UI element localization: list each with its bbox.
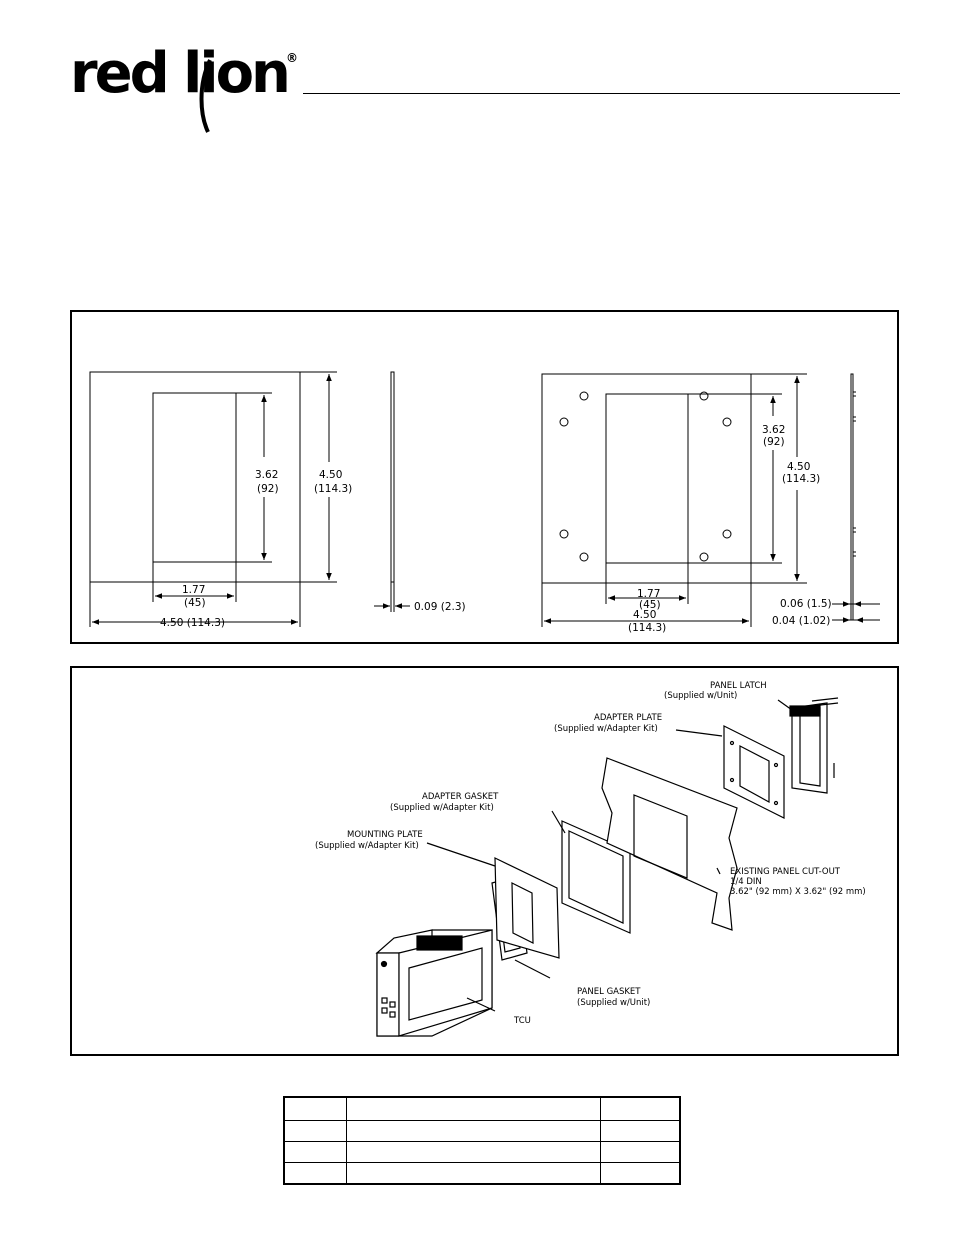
label-adapter-plate: ADAPTER PLATE xyxy=(594,713,662,723)
table-cell xyxy=(599,1096,681,1121)
logo-swoosh xyxy=(199,59,212,133)
header-rule xyxy=(303,93,900,94)
right-plate-height-mm: (114.3) xyxy=(782,473,820,485)
left-cutout-height-mm: (92) xyxy=(257,483,279,495)
table-cell xyxy=(283,1120,347,1142)
table-cell xyxy=(345,1096,601,1121)
logo-registered-mark: ® xyxy=(286,51,298,65)
dimension-drawing-frame: 3.62 (92) 4.50 (114.3) 1.77 (45) 4.50 (1… xyxy=(70,310,899,644)
label-panel-gasket: PANEL GASKET xyxy=(577,987,641,997)
left-plate-outline xyxy=(89,371,301,583)
label-adapter-gasket: ADAPTER GASKET xyxy=(422,792,499,802)
right-cutout-width-mm: (45) xyxy=(639,599,661,611)
label-mounting-plate-sub: (Supplied w/Adapter Kit) xyxy=(315,841,419,851)
right-cutout-width: 1.77 xyxy=(637,588,660,600)
adapter-gasket xyxy=(561,820,631,934)
left-plate-height-mm: (114.3) xyxy=(314,483,352,495)
table-row xyxy=(283,1141,681,1163)
left-plate-width: 4.50 (114.3) xyxy=(160,617,225,629)
left-plate-cutout xyxy=(152,392,237,563)
right-plate-cutout xyxy=(605,393,689,564)
label-mounting-plate: MOUNTING PLATE xyxy=(347,830,423,840)
right-plate-side-profile xyxy=(850,373,854,621)
table-cell xyxy=(345,1141,601,1163)
table-cell xyxy=(345,1162,601,1185)
label-panel-cutout-din: 1/4 DIN xyxy=(730,877,762,887)
right-plate-thickness-1: 0.06 (1.5) xyxy=(780,598,832,610)
table-row xyxy=(283,1096,681,1121)
table-cell xyxy=(599,1141,681,1163)
table-cell xyxy=(599,1162,681,1185)
right-plate-width-mm: (114.3) xyxy=(628,622,666,634)
left-plate-thickness: 0.09 (2.3) xyxy=(414,601,466,613)
right-cutout-height-mm: (92) xyxy=(763,436,785,448)
tcu-unit xyxy=(375,929,493,1037)
dimension-drawing: 3.62 (92) 4.50 (114.3) 1.77 (45) 4.50 (1… xyxy=(89,371,880,634)
table-cell xyxy=(283,1162,347,1185)
logo-wordmark: red lion xyxy=(70,41,288,106)
label-adapter-gasket-sub: (Supplied w/Adapter Kit) xyxy=(390,803,494,813)
table-cell xyxy=(283,1141,347,1163)
left-plate-side-profile xyxy=(390,371,395,583)
label-tcu: TCU xyxy=(513,1016,531,1026)
right-plate-thickness-2: 0.04 (1.02) xyxy=(772,615,830,627)
assembly-drawing-frame: PANEL LATCH (Supplied w/Unit) ADAPTER PL… xyxy=(70,666,899,1056)
adapter-plate xyxy=(723,725,785,819)
info-table xyxy=(283,1096,681,1185)
table-row xyxy=(283,1120,681,1142)
right-plate-outline xyxy=(541,373,752,584)
table-cell xyxy=(599,1120,681,1142)
mounting-plate xyxy=(494,857,560,959)
existing-panel xyxy=(601,757,738,931)
panel-latch xyxy=(789,697,839,794)
label-adapter-plate-sub: (Supplied w/Adapter Kit) xyxy=(554,724,658,734)
left-cutout-width-mm: (45) xyxy=(184,597,206,609)
red-lion-logo: red lion ® xyxy=(70,41,298,133)
label-panel-cutout-size: 3.62" (92 mm) X 3.62" (92 mm) xyxy=(730,887,866,897)
label-panel-gasket-sub: (Supplied w/Unit) xyxy=(577,998,650,1008)
left-cutout-width: 1.77 xyxy=(182,584,205,596)
right-plate-height: 4.50 xyxy=(787,461,810,473)
right-plate-width: 4.50 xyxy=(633,609,656,621)
assembly-exploded-view: PANEL LATCH (Supplied w/Unit) ADAPTER PL… xyxy=(315,681,866,1037)
label-panel-cutout: EXISTING PANEL CUT-OUT xyxy=(730,867,841,877)
table-cell xyxy=(283,1096,347,1121)
right-cutout-height: 3.62 xyxy=(762,424,785,436)
table-row xyxy=(283,1162,681,1185)
left-cutout-height: 3.62 xyxy=(255,469,278,481)
left-plate-height: 4.50 xyxy=(319,469,342,481)
table-cell xyxy=(345,1120,601,1142)
label-panel-latch: PANEL LATCH xyxy=(710,681,767,691)
label-panel-latch-sub: (Supplied w/Unit) xyxy=(664,691,737,701)
